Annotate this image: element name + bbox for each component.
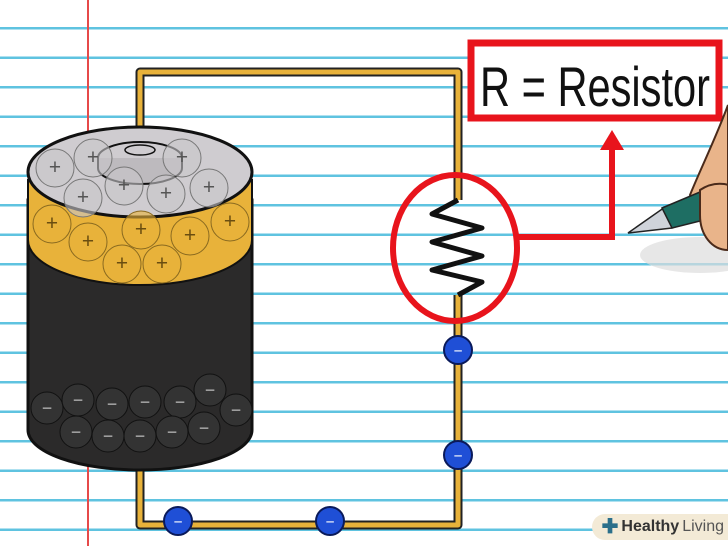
watermark-brand-bold: Healthy	[621, 518, 680, 535]
negative-charge-sign: −	[42, 398, 52, 418]
resistor-highlight-circle	[390, 172, 520, 324]
battery-terminal-ring	[124, 144, 156, 156]
resistor-symbol	[429, 197, 485, 298]
electron-sign: −	[174, 514, 183, 531]
negative-charge	[219, 393, 253, 427]
positive-charge-sign: +	[77, 186, 89, 209]
battery: ++++++++++++++−−−−−−−−−−−−	[26, 125, 254, 472]
negative-charge	[128, 385, 162, 419]
positive-charge-sign: +	[224, 210, 236, 233]
electron-sign: −	[454, 448, 463, 465]
positive-charge-sign: +	[160, 182, 172, 205]
circuit-wire-fill	[137, 69, 461, 528]
negative-charge	[193, 373, 227, 407]
positive-charge-sign: +	[82, 230, 94, 253]
electron	[315, 506, 345, 536]
negative-charge-sign: −	[73, 390, 83, 410]
watermark-brand-light: Living	[682, 518, 724, 535]
label-box	[467, 39, 723, 122]
hand-with-pen	[627, 104, 728, 273]
positive-charge	[102, 244, 142, 284]
negative-charge-sign: −	[103, 426, 113, 446]
negative-charge-sign: −	[107, 394, 117, 414]
positive-charge	[162, 138, 202, 178]
positive-charge-sign: +	[135, 218, 147, 241]
positive-charge	[35, 148, 75, 188]
positive-charge-sign: +	[49, 156, 61, 179]
negative-charge-sign: −	[199, 418, 209, 438]
cross-leaf-icon: ✚	[601, 516, 619, 538]
electron-sign: −	[326, 514, 335, 531]
positive-charge	[73, 138, 113, 178]
electron	[443, 440, 473, 470]
watermark-logo: ✚ Healthy Living	[591, 514, 728, 540]
positive-charge-sign: +	[184, 224, 196, 247]
label-text: R = Resistor	[480, 55, 710, 118]
positive-charge-sign: +	[156, 252, 168, 275]
positive-charge	[170, 216, 210, 256]
negative-charge-sign: −	[135, 426, 145, 446]
negative-charge-sign: −	[167, 422, 177, 442]
pointer-arrow	[517, 148, 615, 240]
positive-charge-sign: +	[116, 252, 128, 275]
arrowhead-icon	[600, 130, 624, 150]
negative-charge-sign: −	[71, 422, 81, 442]
positive-charge	[142, 244, 182, 284]
electron	[443, 335, 473, 365]
negative-charge-sign: −	[175, 392, 185, 412]
electron	[163, 506, 193, 536]
positive-charge-sign: +	[203, 176, 215, 199]
positive-charge	[146, 174, 186, 214]
positive-charge	[121, 210, 161, 250]
positive-charge-sign: +	[176, 146, 188, 169]
positive-charge	[68, 222, 108, 262]
positive-charge	[104, 166, 144, 206]
positive-charge	[32, 204, 72, 244]
positive-charge	[63, 178, 103, 218]
positive-charge-sign: +	[118, 174, 130, 197]
negative-charge-sign: −	[231, 400, 241, 420]
negative-charge	[30, 391, 64, 425]
negative-charge-sign: −	[140, 392, 150, 412]
negative-charge-sign: −	[205, 380, 215, 400]
electron-sign: −	[454, 343, 463, 360]
positive-charge-sign: +	[46, 212, 58, 235]
positive-charge	[189, 168, 229, 208]
positive-charge	[210, 202, 250, 242]
negative-charge	[187, 411, 221, 445]
positive-charge-sign: +	[87, 146, 99, 169]
